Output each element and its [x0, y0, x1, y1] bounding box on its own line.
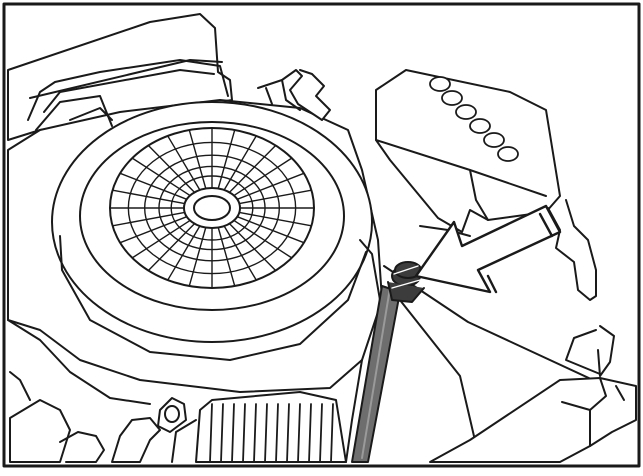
cooling-fin — [330, 403, 334, 463]
cooling-fin — [297, 403, 301, 463]
filter-spoke — [131, 157, 191, 197]
cooling-fin — [220, 403, 224, 463]
filter-spoke — [119, 172, 188, 201]
battery-cap — [469, 118, 491, 134]
cooling-fin — [264, 403, 268, 463]
filter-spoke — [119, 215, 188, 244]
battery-cap — [429, 76, 451, 92]
engine-block-fins — [171, 391, 347, 463]
filter-spoke — [111, 189, 186, 205]
filter-spoke — [223, 135, 257, 191]
cooling-fin — [242, 403, 246, 463]
filter-spoke — [167, 135, 201, 191]
dipstick-cap — [387, 261, 425, 303]
battery-cap — [455, 104, 477, 120]
cooling-fin — [275, 403, 279, 463]
filter-spoke — [217, 226, 236, 287]
filter-spoke — [188, 226, 207, 287]
frame-border — [2, 2, 641, 468]
battery-cap — [497, 146, 519, 162]
cooling-fin — [286, 403, 290, 463]
filter-spoke — [147, 222, 196, 272]
air-filter-screen-icon — [109, 127, 315, 289]
arrow-left-down-icon — [414, 204, 562, 294]
cooling-fin — [231, 403, 235, 463]
battery-cap — [441, 90, 463, 106]
cooling-fin — [253, 403, 257, 463]
battery — [375, 69, 561, 233]
filter-spoke — [238, 189, 313, 205]
battery-cell-cap-icon — [429, 76, 519, 162]
cooling-fin — [319, 403, 323, 463]
filter-spoke — [223, 225, 257, 281]
filter-spoke — [131, 219, 191, 259]
breather-bracket — [257, 69, 331, 121]
filter-spoke — [217, 129, 236, 190]
filter-spoke — [238, 211, 313, 227]
battery-cap — [483, 132, 505, 148]
cooling-fin — [209, 403, 213, 463]
filter-spoke — [233, 157, 293, 197]
filter-spoke — [147, 144, 196, 194]
filter-spoke — [188, 129, 207, 190]
filter-spoke — [228, 144, 277, 194]
filter-spoke — [111, 211, 186, 227]
mower-deck — [429, 377, 637, 463]
cooling-fin — [308, 403, 312, 463]
filter-spoke — [236, 215, 305, 244]
filter-spoke — [236, 172, 305, 201]
filter-spoke — [233, 219, 293, 259]
filter-spoke — [228, 222, 277, 272]
engine-mount-left — [9, 371, 187, 463]
filter-spoke — [167, 225, 201, 281]
